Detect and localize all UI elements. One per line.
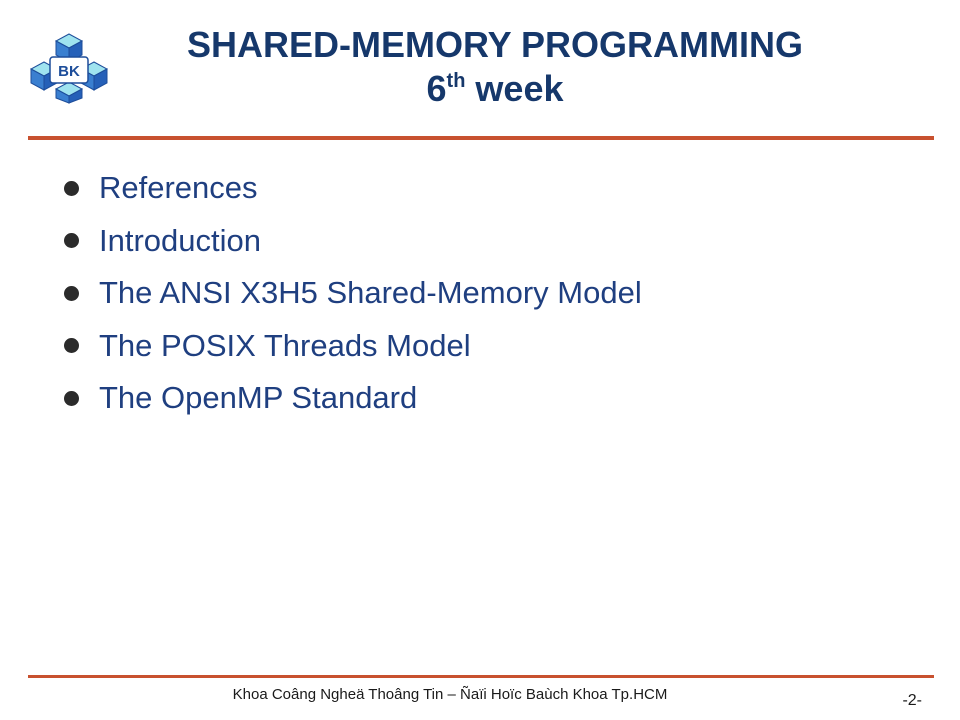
week-number: 6: [426, 68, 447, 109]
bullet-item: References: [64, 162, 642, 215]
bullet-text: The ANSI X3H5 Shared-Memory Model: [99, 275, 642, 311]
title-line-2: 6th week: [90, 68, 900, 110]
header-divider: [28, 136, 934, 140]
bullet-item: The POSIX Threads Model: [64, 320, 642, 373]
bullet-item: The ANSI X3H5 Shared-Memory Model: [64, 267, 642, 320]
university-logo-icon: BK: [29, 32, 109, 104]
footer-divider: [28, 675, 934, 678]
title-line-1: SHARED-MEMORY PROGRAMMING: [186, 24, 803, 65]
bullet-dot-icon: [64, 390, 79, 406]
bullet-text: References: [99, 170, 258, 206]
logo-text: BK: [58, 63, 80, 80]
bullet-list: References Introduction The ANSI X3H5 Sh…: [64, 162, 642, 425]
bullet-text: Introduction: [99, 222, 261, 258]
bullet-text: The POSIX Threads Model: [99, 327, 471, 363]
bullet-dot-icon: [64, 338, 79, 354]
week-ordinal-suffix: th: [446, 70, 466, 92]
page-number: -2-: [902, 692, 922, 709]
slide-title: SHARED-MEMORY PROGRAMMING 6th week: [90, 24, 900, 110]
bullet-dot-icon: [64, 180, 79, 196]
footer-institution: Khoa Coâng Ngheä Thoâng Tin – Ñaïi Hoïc …: [232, 686, 668, 703]
bullet-item: Introduction: [64, 215, 642, 268]
bullet-item: The OpenMP Standard: [64, 372, 642, 425]
bullet-dot-icon: [64, 285, 79, 301]
bullet-dot-icon: [64, 233, 79, 249]
bullet-text: The OpenMP Standard: [99, 380, 418, 416]
week-label: week: [465, 68, 564, 109]
